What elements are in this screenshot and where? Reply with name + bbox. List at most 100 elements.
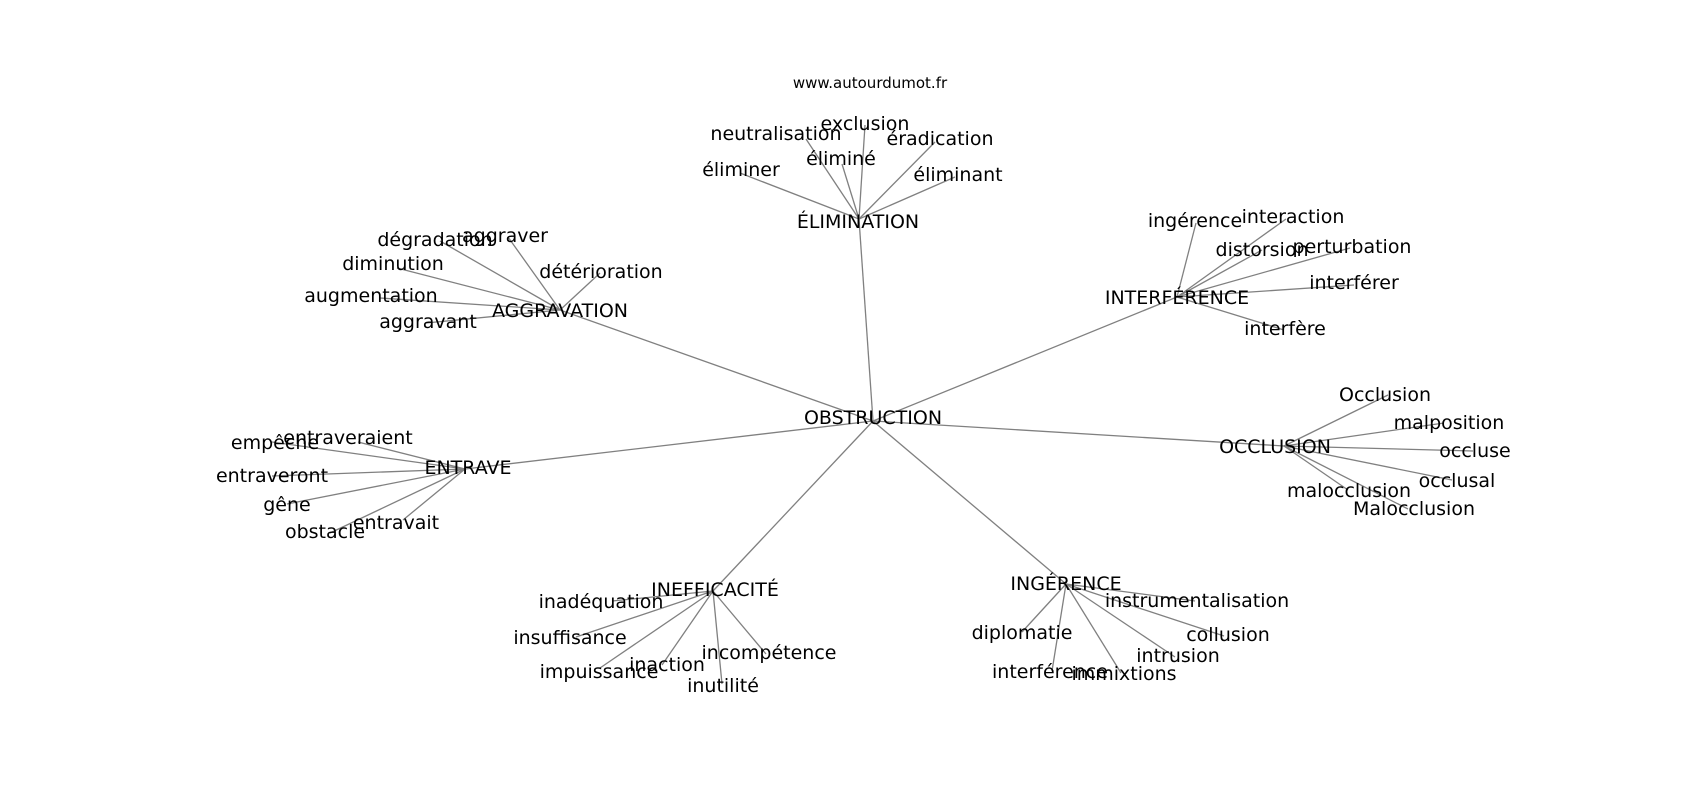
edge-hub-leaf [858, 176, 956, 220]
graph-labels: OBSTRUCTION ÉLIMINATION neutralisationexcl… [216, 113, 1511, 697]
edge-hub-leaf [286, 468, 466, 505]
edge-hub-leaf [1176, 249, 1263, 298]
leaf-node-label: Occlusion [1339, 384, 1431, 406]
leaf-node-label: malocclusion [1287, 480, 1411, 502]
leaf-node-label: diminution [342, 253, 444, 275]
leaf-node-label: interaction [1242, 206, 1345, 228]
edge-hub-leaf [599, 590, 714, 669]
leaf-node-label: ingérence [1148, 210, 1242, 232]
edge-hub-leaf [1283, 445, 1409, 510]
leaf-node-label: inaction [629, 654, 705, 676]
leaf-node-label: entraveraient [283, 427, 412, 449]
edge-hub-leaf [425, 309, 561, 324]
leaf-node-label: neutralisation [710, 123, 841, 145]
edge-root-hub [858, 218, 874, 422]
edge-hub-leaf [507, 236, 561, 311]
edge-root-hub [872, 296, 1178, 422]
edge-hub-leaf [559, 272, 601, 311]
hub-node-label: ENTRAVE [424, 457, 511, 479]
edge-root-hub [712, 420, 874, 592]
leaf-node-label: perturbation [1293, 236, 1412, 258]
edge-hub-leaf [611, 590, 714, 602]
edge-hub-leaf [712, 590, 767, 655]
leaf-node-label: malposition [1394, 412, 1505, 434]
leaf-node-label: éliminer [702, 159, 780, 181]
edge-hub-leaf [329, 468, 466, 534]
edge-hub-leaf [841, 163, 860, 220]
edge-hub-leaf [858, 124, 866, 220]
edge-hub-leaf [1283, 422, 1445, 447]
leaf-node-label: aggravant [379, 311, 477, 333]
edge-hub-leaf [379, 297, 561, 311]
edge-hub-leaf [396, 267, 561, 311]
hub-node-label: OCCLUSION [1219, 436, 1331, 458]
leaf-node-label: entravait [353, 512, 439, 534]
edge-hub-leaf [439, 240, 561, 311]
leaf-node-label: inadéquation [539, 591, 664, 613]
leaf-node-label: instrumentalisation [1105, 590, 1289, 612]
source-credit: www.autourdumot.fr [793, 74, 948, 92]
hub-node-label: INTERFÉRENCE [1105, 286, 1249, 309]
edge-hub-leaf [712, 590, 723, 685]
graph-edges [271, 124, 1474, 685]
leaf-node-label: éliminant [913, 164, 1002, 186]
edge-hub-leaf [1283, 445, 1349, 491]
edge-hub-leaf [1021, 583, 1067, 633]
leaf-node-label: obstacle [285, 521, 365, 543]
leaf-node-label: impuissance [540, 661, 659, 683]
hub-node-label: ÉLIMINATION [797, 210, 919, 233]
edge-hub-leaf [1051, 583, 1067, 672]
edge-root-hub [872, 420, 1067, 585]
leaf-node-label: interfère [1244, 318, 1326, 340]
edge-root-hub [559, 309, 874, 422]
leaf-node-label: incompétence [702, 642, 837, 664]
leaf-node-label: interférence [992, 661, 1108, 683]
leaf-node-label: collusion [1186, 624, 1270, 646]
edge-hub-leaf [1065, 583, 1225, 637]
edge-hub-leaf [805, 138, 860, 220]
leaf-node-label: éradication [887, 128, 994, 150]
edge-hub-leaf [739, 172, 860, 220]
edge-hub-leaf [1176, 284, 1355, 298]
edge-hub-leaf [271, 441, 466, 470]
leaf-node-label: intrusion [1136, 645, 1219, 667]
leaf-node-label: immixtions [1071, 663, 1176, 685]
leaf-node-label: dégradation [377, 229, 492, 251]
leaf-node-label: occluse [1439, 440, 1510, 462]
edge-hub-leaf [357, 441, 466, 470]
leaf-node-label: empêche [231, 432, 319, 454]
leaf-node-label: augmentation [304, 285, 437, 307]
hub-node-label: AGGRAVATION [492, 300, 628, 322]
leaf-node-label: interférer [1309, 272, 1399, 294]
leaf-node-label: diplomatie [972, 622, 1073, 644]
leaf-node-label: insuffisance [513, 627, 626, 649]
leaf-node-label: entraveront [216, 465, 328, 487]
edge-hub-leaf [1176, 296, 1285, 331]
edge-root-hub [464, 420, 874, 470]
edge-hub-leaf [1065, 583, 1176, 658]
edge-hub-leaf [271, 468, 466, 477]
edge-root-hub [872, 420, 1285, 447]
edge-hub-leaf [1065, 583, 1196, 602]
edge-hub-leaf [1176, 218, 1287, 298]
hub-node-label: INGÉRENCE [1010, 572, 1121, 595]
leaf-node-label: Malocclusion [1353, 498, 1475, 520]
leaf-node-label: exclusion [821, 113, 910, 135]
hub-node-label: INEFFICACITÉ [651, 578, 779, 601]
edge-hub-leaf [1283, 445, 1474, 452]
leaf-node-label: éliminé [806, 148, 876, 170]
edge-hub-leaf [661, 590, 714, 666]
edge-hub-leaf [858, 141, 936, 220]
edge-hub-leaf [402, 468, 466, 521]
edge-hub-leaf [1065, 583, 1122, 674]
edge-hub-leaf [1176, 247, 1351, 298]
edge-hub-leaf [1283, 445, 1453, 481]
leaf-node-label: distorsion [1216, 239, 1309, 261]
leaf-node-label: gêne [263, 494, 310, 516]
root-node-label: OBSTRUCTION [804, 407, 942, 429]
edge-hub-leaf [1283, 394, 1389, 447]
leaf-node-label: inutilité [687, 675, 759, 697]
edge-hub-leaf [1176, 222, 1197, 298]
leaf-node-label: occlusal [1419, 470, 1496, 492]
